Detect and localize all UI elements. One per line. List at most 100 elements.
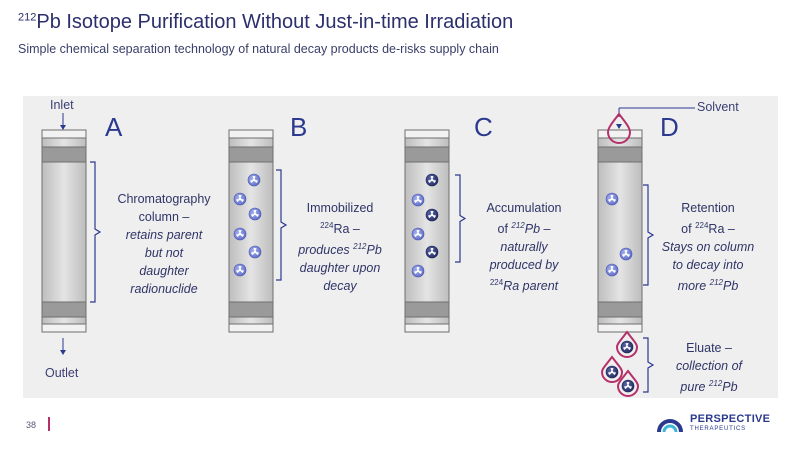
outlet-arrow-head [60, 350, 66, 355]
description-line: Accumulation [468, 199, 580, 217]
description-line: daughter upon [284, 259, 396, 277]
title-text: Pb Isotope Purification Without Just-in-… [36, 11, 514, 33]
description-text: Accumulation [486, 201, 562, 215]
description-text: daughter [139, 264, 189, 278]
description-text: Pb [366, 243, 382, 258]
footer-divider [48, 417, 50, 431]
solvent-drop [606, 112, 632, 144]
ra-224-atom-icon [248, 207, 262, 221]
solvent-leader-line [618, 107, 695, 117]
pb-212-atom-icon [605, 365, 619, 379]
description-line: pure 212Pb [659, 375, 759, 396]
eluate-drop [600, 355, 624, 383]
panel-letter-b: B [290, 112, 308, 142]
description-text: column – [138, 210, 190, 224]
description-text: more [677, 279, 710, 294]
pb-212-atom-icon [425, 245, 439, 259]
description-line: column – [108, 208, 220, 226]
page-subtitle: Simple chemical separation technology of… [18, 42, 499, 56]
panel-letter-c: C [474, 112, 493, 142]
description-text: radionuclide [130, 282, 198, 296]
title-superscript: 212 [18, 11, 37, 24]
brackets-group [90, 161, 655, 393]
column-top-frit [404, 146, 450, 163]
description-line: 224Ra parent [468, 274, 580, 295]
description-line: Chromatography [108, 190, 220, 208]
page-number: 38 [26, 420, 37, 430]
column-top-rim [597, 129, 643, 139]
description-text: produced by [489, 258, 559, 273]
inlet-label: Inlet [50, 98, 74, 112]
description-line: Retention [652, 199, 764, 217]
logo-subtitle: THERAPEUTICS [690, 426, 746, 432]
column-tube [597, 129, 643, 333]
description-line: Eluate – [659, 339, 759, 357]
column-bottom-frit [228, 301, 274, 318]
description-text: Chromatography [117, 192, 211, 206]
ra-224-atom-icon [619, 247, 633, 261]
description-line: more 212Pb [652, 274, 764, 295]
superscript-text: 212 [708, 379, 723, 388]
description-line: collection of [659, 357, 759, 375]
description-text: Ra parent [503, 279, 559, 294]
ra-224-atom-icon [605, 263, 619, 277]
column-tube [404, 129, 450, 333]
logo-name: PERSPECTIVE [690, 413, 771, 425]
superscript-text: 212 [353, 242, 367, 252]
description-text: Retention [681, 201, 735, 215]
description-text: daughter upon [299, 261, 381, 276]
ra-224-atom-icon [233, 227, 247, 241]
description-text: Stays on column [661, 240, 755, 255]
solvent-label: Solvent [697, 100, 739, 114]
column-tube [41, 129, 87, 333]
description-text: of [681, 222, 696, 237]
panel-letter-a: A [105, 112, 123, 142]
description-line: of 224Ra – [652, 217, 764, 238]
ra-224-atom-icon [411, 264, 425, 278]
solvent-arrow-head [616, 124, 622, 129]
eluate-drop-outline [615, 330, 639, 358]
ra-224-atom-icon [233, 263, 247, 277]
description-text: Eluate – [686, 341, 732, 355]
ra-224-atom-icon [233, 192, 247, 206]
pb-212-atom-icon [425, 208, 439, 222]
column-bottom-frit [404, 301, 450, 318]
description-line: radionuclide [108, 280, 220, 298]
column-bottom-rim [597, 323, 643, 333]
description-text: Ra – [333, 222, 360, 237]
description-text: pure [680, 380, 709, 395]
ra-224-atom-icon [411, 227, 425, 241]
inlet-arrow-head [60, 125, 66, 130]
superscript-text: 224 [695, 221, 709, 230]
description-line: produces 212Pb [284, 238, 396, 259]
logo-icon [657, 419, 683, 433]
column-bottom-rim [228, 323, 274, 333]
superscript-text: 212 [709, 278, 723, 288]
eluate-drops [600, 330, 640, 397]
column-bottom-frit [597, 301, 643, 318]
description-line: produced by [468, 256, 580, 274]
description-line: of 212Pb – [468, 217, 580, 238]
description-line: daughter [108, 262, 220, 280]
ra-224-atom-icon [605, 192, 619, 206]
column-top-frit [597, 146, 643, 163]
bracket [643, 337, 655, 393]
description-line: Stays on column [652, 238, 764, 256]
eluate-drop-outline [616, 369, 640, 397]
bracket [90, 161, 102, 303]
column-top-frit [228, 146, 274, 163]
description-text: Pb [524, 222, 541, 237]
column-top-rim [228, 129, 274, 139]
description-line: 224Ra – [284, 217, 396, 238]
description-text: of [497, 222, 512, 237]
description-text: retains parent [125, 228, 203, 242]
description-line: to decay into [652, 256, 764, 274]
column-bottom-frit [41, 301, 87, 318]
superscript-text: 224 [489, 278, 504, 288]
pb-212-atom-icon [425, 173, 439, 187]
columns-group [41, 129, 643, 333]
column-bottom-rim [41, 323, 87, 333]
